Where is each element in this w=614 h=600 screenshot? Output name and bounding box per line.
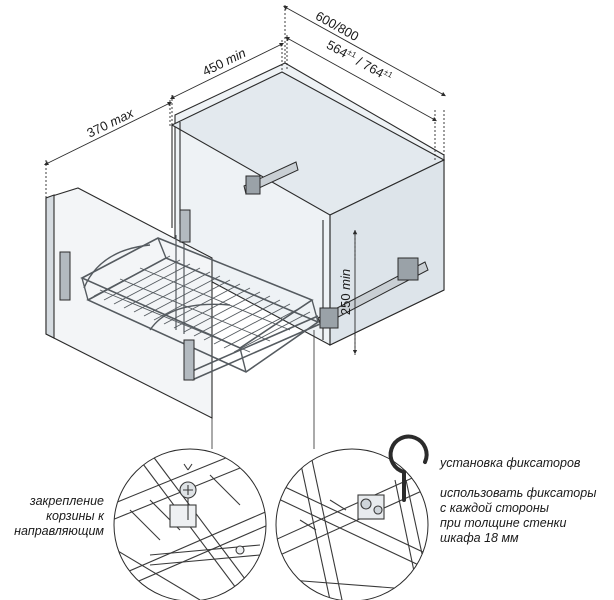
dim-cabinet-height: 250 min [338, 269, 353, 315]
dim-line-cabinet-depth [169, 42, 285, 100]
stopper-hook-icon [388, 434, 429, 502]
note-install-body-line: шкафа 18 мм [440, 531, 519, 545]
runner-right [317, 257, 429, 329]
basket-floor-wires [93, 255, 311, 353]
runner-back [243, 161, 299, 195]
cabinet [45, 62, 446, 419]
dim-cabinet-depth: 450 min [200, 45, 248, 79]
note-install-title: установка фиксаторов [440, 456, 580, 471]
note-basket-mount-line: закрепление [29, 494, 104, 508]
dim-basket-depth: 370 max [84, 105, 136, 141]
detail-stopper-install [275, 434, 429, 600]
note-install-body-line: использовать фиксаторы [440, 486, 597, 500]
detail-leaders [211, 330, 315, 449]
note-install-body-line: при толщине стенки [440, 516, 567, 530]
note-install-body: использовать фиксаторы с каждой стороны … [440, 486, 596, 546]
dim-line-basket-depth [43, 101, 173, 166]
note-install-body-line: с каждой стороны [440, 501, 549, 515]
detail-basket-mount [113, 448, 267, 600]
note-basket-mount-line: направляющим [14, 524, 104, 538]
dim-line-depth-inner [285, 36, 437, 122]
note-basket-mount-line: корзины к [46, 509, 104, 523]
note-install-title-text: установка фиксаторов [440, 456, 581, 470]
dimension-lines [43, 5, 446, 355]
note-basket-mount: закрепление корзины к направляющим [14, 494, 104, 539]
wire-basket [59, 209, 321, 381]
